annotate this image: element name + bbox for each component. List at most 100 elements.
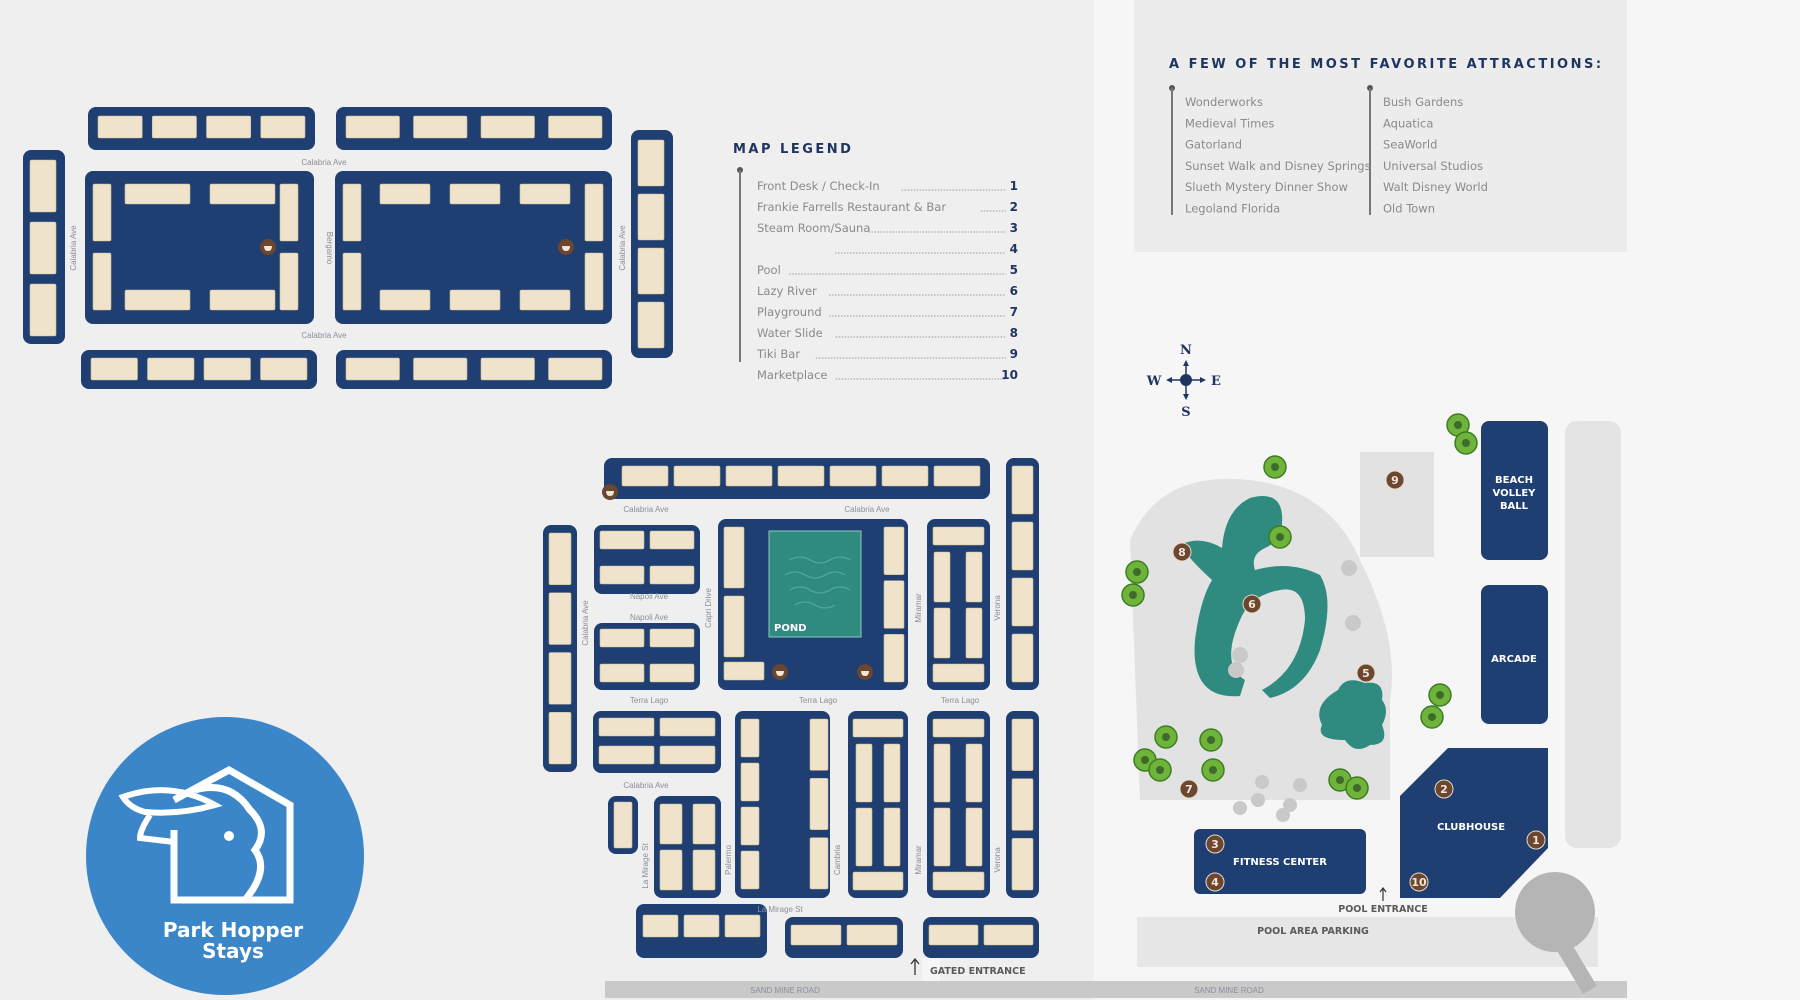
- unit-row: [548, 532, 572, 586]
- unit-row: [883, 807, 901, 867]
- unit-row: [621, 465, 669, 487]
- top-map-street-labels: Calabria Ave Calabria Ave Calabria Ave B…: [69, 158, 627, 340]
- street-label: Calabria Ave: [618, 225, 627, 271]
- attraction-item: Slueth Mystery Dinner Show: [1185, 180, 1348, 194]
- unit-row: [599, 663, 645, 683]
- arcade-label: ARCADE: [1491, 654, 1537, 665]
- amenity-marker[interactable]: [1205, 872, 1225, 892]
- compass-n: N: [1180, 343, 1192, 358]
- amenity-marker[interactable]: [1385, 470, 1405, 490]
- unit-row: [723, 526, 745, 589]
- amenity-marker[interactable]: [1205, 834, 1225, 854]
- unit-row: [965, 607, 983, 659]
- block-outline: [336, 107, 612, 150]
- amenity-marker[interactable]: [1179, 779, 1199, 799]
- unit-row: [740, 762, 760, 802]
- unit-row: [965, 743, 983, 803]
- compass-icon: N S W E: [1146, 343, 1221, 420]
- unit-row: [725, 465, 773, 487]
- amenity-marker[interactable]: [1409, 872, 1429, 892]
- unit-row: [613, 801, 633, 849]
- unit-row: [97, 115, 143, 139]
- unit-row: [809, 778, 829, 830]
- amenity-marker[interactable]: [1526, 830, 1546, 850]
- park-hopper-stays-logo: Park Hopper Stays: [86, 717, 364, 995]
- unit-row: [584, 183, 604, 242]
- unit-row: [852, 718, 904, 738]
- building-block: [336, 350, 612, 389]
- unit-row: [740, 806, 760, 846]
- street-label: Terra Lago: [941, 696, 980, 705]
- marker-number: 9: [1391, 474, 1399, 487]
- street-label: Capri Drive: [704, 587, 713, 628]
- unit-row: [29, 283, 57, 337]
- unit-row: [598, 717, 655, 737]
- unit-row: [1011, 577, 1034, 627]
- pond: [768, 530, 862, 638]
- attraction-item: Gatorland: [1185, 138, 1242, 152]
- street-label: Terra Lago: [799, 696, 838, 705]
- unit-row: [855, 807, 873, 867]
- street-label: La Mirage St: [757, 905, 803, 914]
- unit-row: [692, 803, 716, 845]
- unit-row: [206, 115, 252, 139]
- unit-row: [659, 849, 683, 891]
- amenity-marker[interactable]: [1434, 779, 1454, 799]
- street-label: Palermo: [724, 845, 733, 875]
- street-label: Verona: [993, 847, 1002, 873]
- unit-row: [519, 289, 571, 311]
- unit-row: [637, 247, 665, 295]
- marker-number: 3: [1211, 838, 1219, 851]
- unit-row: [413, 115, 468, 139]
- unit-row: [1011, 521, 1034, 571]
- amenity-marker[interactable]: [1172, 542, 1192, 562]
- unit-row: [983, 924, 1034, 946]
- legend-title: MAP LEGEND: [733, 142, 853, 157]
- unit-row: [883, 580, 905, 629]
- building-block: [923, 917, 1039, 958]
- legend-number: 1: [1010, 179, 1018, 193]
- roundabout: [1515, 872, 1595, 952]
- unit-row: [692, 849, 716, 891]
- street-label: Calabria Ave: [844, 505, 890, 514]
- unit-row: [480, 357, 535, 381]
- block-outline: [335, 171, 612, 324]
- legend-label: Steam Room/Sauna: [757, 221, 870, 235]
- street-label: Verona: [993, 595, 1002, 621]
- legend-label: Water Slide: [757, 326, 823, 340]
- marker-number: 2: [1440, 783, 1448, 796]
- unit-row: [723, 661, 765, 681]
- gated-entrance-road: [922, 958, 940, 981]
- unit-row: [209, 183, 276, 205]
- unit-row: [883, 634, 905, 683]
- attraction-item: SeaWorld: [1383, 138, 1437, 152]
- unit-row: [29, 159, 57, 213]
- unit-row: [683, 914, 720, 938]
- unit-row: [809, 837, 829, 890]
- amenity-marker[interactable]: [1356, 663, 1376, 683]
- unit-row: [855, 743, 873, 803]
- bottom-map-street-labels: Calabria Ave Calabria Ave Napoli Ave Nap…: [581, 505, 1002, 914]
- unit-row: [649, 565, 695, 585]
- unit-row: [279, 252, 299, 311]
- marker-number: 1: [1532, 834, 1540, 847]
- unit-row: [637, 139, 665, 187]
- unit-row: [809, 718, 829, 771]
- unit-row: [548, 652, 572, 705]
- amenity-marker[interactable]: [1242, 594, 1262, 614]
- building-block: [848, 711, 908, 898]
- unit-row: [790, 924, 842, 946]
- block-outline: [1006, 458, 1039, 690]
- building-block: [604, 458, 990, 499]
- unit-row: [883, 743, 901, 803]
- unit-row: [649, 530, 695, 550]
- unit-row: [740, 718, 760, 758]
- street-label: Cambria: [833, 844, 842, 875]
- unit-row: [637, 193, 665, 241]
